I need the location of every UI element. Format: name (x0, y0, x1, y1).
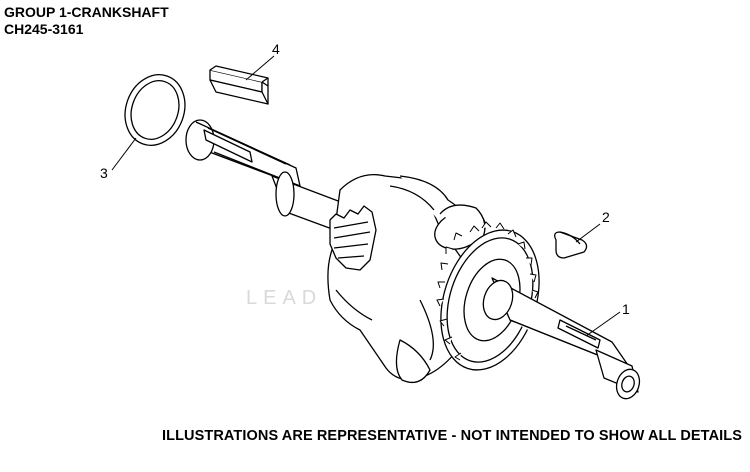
callout-2: 2 (602, 209, 610, 225)
key-2-drawing (554, 231, 588, 259)
watermark-text: LEAD (246, 287, 322, 309)
disclaimer-note: ILLUSTRATIONS ARE REPRESENTATIVE - NOT I… (162, 428, 742, 444)
leader-line-4 (245, 55, 275, 81)
page-title: GROUP 1-CRANKSHAFT (4, 4, 169, 20)
leader-line-1 (585, 311, 621, 337)
callout-3: 3 (100, 165, 108, 181)
main-shaft-drawing (482, 277, 641, 400)
part-number: CH245-3161 (4, 21, 84, 37)
leader-line-2 (575, 223, 601, 243)
callout-4: 4 (272, 41, 280, 57)
timing-gear-left-drawing (329, 205, 377, 271)
washer-3-drawing (124, 74, 186, 146)
pto-shaft-drawing (185, 119, 363, 241)
key-4-drawing (209, 65, 269, 105)
callout-1: 1 (622, 301, 630, 317)
leader-line-3 (111, 137, 137, 171)
